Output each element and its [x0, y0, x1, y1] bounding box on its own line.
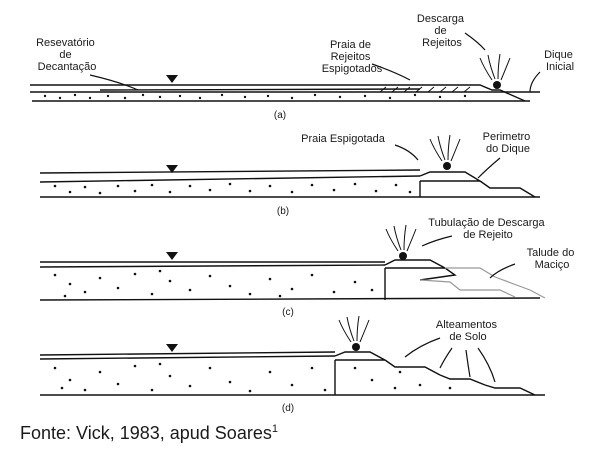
leaders-a — [89, 32, 541, 93]
label-soil-raises-2: de Solo — [449, 331, 486, 343]
svg-text:Dique Inicial: Dique Inicial — [544, 49, 576, 73]
label-beach-2: Rejeitos — [331, 51, 371, 63]
label-dike-perimeter-1: Perimetro — [483, 131, 531, 143]
svg-text:Perimetro do Dique: Perimetro do Dique — [483, 131, 534, 155]
panel-a-dots — [43, 93, 467, 100]
panel-b-dots — [53, 182, 412, 195]
panel-d-dots — [53, 362, 452, 393]
label-spigotted-beach: Praia Espigotada — [301, 133, 386, 145]
panel-tag-a: (a) — [274, 110, 286, 121]
label-dike-perimeter-2: do Dique — [486, 143, 530, 155]
caption-superscript: 1 — [271, 423, 278, 435]
svg-text:Alteamentos de Solo: Alteamentos de Solo — [436, 319, 500, 343]
label-embankment-slope-1: Talude do — [527, 247, 575, 259]
panel-c-drawing — [39, 224, 546, 301]
svg-text:Tubulação de Descarga de R: Tubulação de Descarga de Rejeito — [428, 217, 547, 241]
panel-tag-c: (c) — [282, 307, 294, 318]
figure-caption: Fonte: Vick, 1983, apud Soares1 — [20, 423, 278, 444]
water-level-marker-a — [166, 75, 178, 83]
label-embankment-slope-2: Maciço — [535, 259, 570, 271]
caption-text: Fonte: Vick, 1983, apud Soares — [20, 423, 272, 443]
water-level-marker-d — [166, 344, 178, 352]
label-discharge-pipe-2: de Rejeito — [463, 229, 513, 241]
panel-tag-d: (d) — [282, 403, 294, 414]
panel-a-crosshatch — [379, 86, 471, 93]
svg-text:Praia de Rejeitos Espi: Praia de Rejeitos Espigotados — [322, 39, 383, 75]
tailings-dam-raising-diagram: Resevatório de Decantação Praia de Rejei… — [30, 13, 578, 414]
discharge-d — [338, 315, 370, 351]
label-reservoir-2: de — [59, 49, 71, 61]
label-beach-3: Espigotados — [322, 63, 383, 75]
label-discharge-pipe-1: Tubulação de Descarga — [428, 217, 545, 229]
label-discharge-3: Rejeitos — [422, 37, 462, 49]
water-level-marker-c — [166, 252, 178, 260]
label-soil-raises-1: Alteamentos — [436, 319, 498, 331]
label-reservoir-3: Decantação — [38, 61, 97, 73]
label-discharge-1: Descarga — [417, 13, 465, 25]
svg-text:Descarga de Rejeitos: Descarga de Rejeitos — [417, 13, 467, 49]
panel-a-drawing — [30, 32, 541, 102]
panel-tag-b: (b) — [277, 206, 289, 217]
label-beach-1: Praia de — [330, 39, 371, 51]
discharge-b — [429, 134, 461, 170]
leaders-c — [421, 235, 516, 279]
label-starter-dike-1: Dique — [544, 49, 573, 61]
panel-d-drawing — [39, 315, 545, 396]
svg-text:Resevatório de Decanta: Resevatório de Decantação — [36, 37, 98, 73]
label-discharge-2: de — [434, 25, 446, 37]
svg-text:Talude do Maciço: Talude do Maciço — [527, 247, 578, 271]
leaders-d — [404, 337, 496, 383]
panel-c-dots — [53, 269, 374, 298]
label-starter-dike-2: Inicial — [546, 61, 574, 73]
leaders-b — [394, 144, 501, 179]
panel-b-drawing — [39, 134, 540, 198]
label-reservoir-1: Resevatório — [36, 37, 95, 49]
discharge-a — [479, 53, 511, 89]
water-level-marker-b — [166, 165, 178, 173]
discharge-c — [385, 224, 417, 260]
